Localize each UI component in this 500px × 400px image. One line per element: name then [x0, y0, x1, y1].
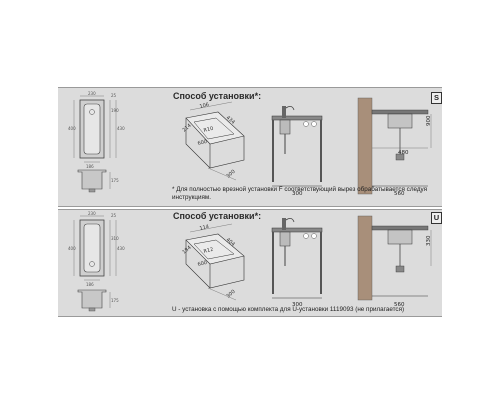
dim-side-height: 330 [426, 235, 432, 246]
dim-plan-outer-depth: 430 [117, 126, 125, 131]
cutout-template [185, 223, 245, 301]
installation-title-u: Способ установки*: [173, 211, 262, 221]
installation-note-s: * Для полностью врезной установки F соот… [172, 186, 442, 201]
dim-plan-side-a: 25 [111, 213, 117, 218]
installation-panel-s: 230 400 186 430 25 190 175 106 434 214 R… [58, 87, 442, 207]
dim-side-top: 900 [426, 115, 432, 126]
dim-cutout-d3: 214 [181, 123, 192, 134]
dim-cabinet-width: 300 [292, 191, 303, 197]
note-u-line1: U - установка с помощью комплекта для U-… [172, 306, 405, 313]
dim-plan-outer-width: 186 [86, 282, 94, 287]
installation-badge-s: S [431, 92, 442, 104]
side-view [357, 215, 432, 301]
dim-cutout-d2: 434 [225, 115, 236, 126]
sink-front-elevation [77, 289, 111, 312]
side-view [357, 97, 432, 195]
dim-plan-depth: 400 [68, 126, 76, 131]
installation-panel-u: 230 400 186 430 25 310 175 114 404 184 R… [58, 209, 442, 317]
dim-elevation-depth: 175 [111, 298, 119, 303]
dim-plan-outer-depth: 430 [117, 246, 125, 251]
dim-elevation-depth: 175 [111, 178, 119, 183]
dim-cutout-radius: R12 [203, 247, 214, 255]
dim-cutout-length: 600 [197, 139, 208, 147]
dim-cutout-d4: 300 [225, 169, 236, 180]
dim-plan-depth: 400 [68, 246, 76, 251]
dim-side-width: 560 [394, 302, 405, 308]
dim-plan-outer-width: 186 [86, 164, 94, 169]
dim-cutout-d4: 300 [225, 289, 236, 300]
installation-note-u: U - установка с помощью комплекта для U-… [172, 306, 442, 314]
dim-cutout-d2: 404 [225, 237, 236, 248]
cutout-template [185, 101, 245, 181]
dim-cutout-length: 600 [197, 260, 208, 268]
dim-cutout-d1: 106 [199, 102, 210, 110]
sink-plan-view [73, 95, 117, 163]
dim-side-height: 480 [398, 150, 409, 156]
installation-badge-u: U [431, 212, 442, 224]
dim-plan-width: 230 [88, 211, 96, 216]
diagram-u: 230 400 186 430 25 310 175 114 404 184 R… [68, 211, 432, 312]
dim-plan-side-b: 310 [111, 236, 119, 241]
dim-cutout-radius: R10 [203, 126, 214, 134]
diagram-s: 230 400 186 430 25 190 175 106 434 214 R… [68, 91, 432, 197]
dim-plan-side-a: 25 [111, 93, 117, 98]
dim-side-width: 560 [394, 191, 405, 197]
cabinet-front-view [271, 106, 323, 187]
dim-cutout-d3: 184 [181, 245, 192, 256]
sink-plan-view [73, 215, 117, 281]
cabinet-front-view [271, 218, 323, 299]
dim-plan-side-b: 190 [111, 108, 119, 113]
dim-plan-width: 230 [88, 91, 96, 96]
note-s-line1: * Для полностью врезной установки F соот… [172, 186, 428, 193]
installation-title-s: Способ установки*: [173, 91, 262, 101]
dim-cutout-d1: 114 [199, 224, 210, 232]
note-s-line2: инструкциям. [172, 193, 211, 201]
sink-front-elevation [77, 169, 111, 193]
dim-cabinet-width: 300 [292, 302, 303, 308]
